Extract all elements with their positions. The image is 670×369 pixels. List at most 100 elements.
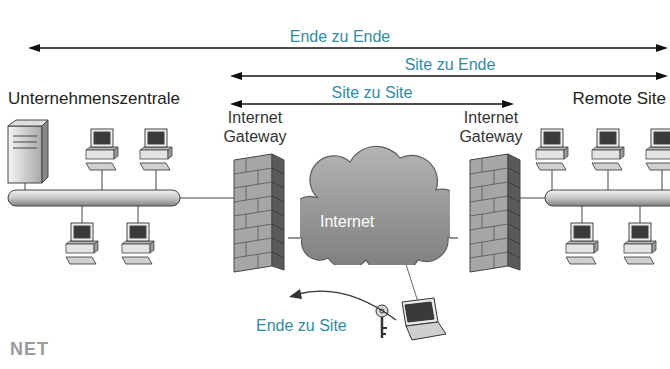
cloud-outline — [300, 146, 450, 265]
wire — [552, 170, 553, 190]
server-slot — [13, 148, 37, 149]
wire — [582, 206, 583, 224]
brick-line — [272, 182, 284, 188]
brick-line — [470, 210, 508, 216]
pc-icon — [624, 223, 656, 264]
brick-line — [470, 238, 508, 244]
server-tower — [8, 120, 48, 126]
brick-line — [482, 158, 483, 172]
firewall-side — [272, 154, 284, 270]
brick-line — [470, 196, 508, 202]
site-name: Unternehmenszentrale — [8, 89, 180, 108]
brick-line — [494, 198, 495, 212]
brick-line — [258, 226, 259, 240]
gateway-label: Internet Gateway — [458, 108, 524, 146]
brick-line — [258, 170, 259, 184]
wire — [102, 170, 103, 190]
range-label: Ende zu Ende — [240, 27, 440, 46]
network-link — [288, 237, 300, 238]
firewall-face — [470, 154, 508, 272]
pc-icon — [646, 129, 670, 170]
lan-bus — [8, 190, 180, 206]
brick-line — [494, 226, 495, 240]
pc-icon — [536, 129, 568, 170]
range-label: Site zu Site — [282, 83, 462, 102]
wire — [138, 206, 139, 224]
brick-line — [246, 214, 247, 228]
brick-line — [508, 168, 520, 174]
arrow-head — [230, 72, 242, 80]
gateway-node: Internet Gateway — [222, 108, 288, 274]
firewall-icon — [234, 154, 284, 272]
brick-line — [508, 238, 520, 244]
brick-line — [234, 238, 272, 244]
brick-line — [258, 254, 259, 268]
wire — [156, 170, 157, 190]
brick-line — [272, 196, 284, 202]
firewall-drawing — [222, 150, 288, 274]
brick-line — [234, 252, 272, 258]
brick-line — [494, 170, 495, 184]
range-label: Ende zu Site — [256, 316, 347, 335]
brick-line — [508, 224, 520, 230]
brick-line — [470, 168, 508, 174]
brick-line — [272, 210, 284, 216]
brick-line — [272, 224, 284, 230]
brick-line — [470, 224, 508, 230]
firewall-icon — [470, 154, 520, 272]
cloud-label: Internet — [320, 212, 374, 231]
brick-line — [482, 242, 483, 256]
server-slot — [13, 142, 37, 143]
firewall-drawing — [458, 150, 524, 274]
server-tower — [42, 120, 48, 183]
brick-line — [470, 182, 508, 188]
brick-line — [234, 168, 272, 174]
headquarters-lan — [8, 120, 234, 264]
wire — [518, 198, 545, 199]
arrow-head — [230, 100, 242, 108]
laptop-screen — [405, 302, 434, 322]
laptop-screen — [402, 298, 438, 326]
brick-line — [246, 158, 247, 172]
firewall-face — [234, 154, 272, 272]
firewall-side — [508, 154, 520, 270]
cloud-shape — [300, 140, 450, 265]
wire — [640, 206, 641, 224]
network-link — [450, 237, 458, 238]
arrow-head — [28, 44, 40, 52]
pc-icon — [566, 223, 598, 264]
laptop-base — [406, 322, 446, 340]
pc-icon — [86, 129, 118, 170]
range-line — [238, 75, 660, 76]
brick-line — [470, 252, 508, 258]
brick-line — [272, 238, 284, 244]
pc-icon — [140, 129, 172, 170]
brick-line — [234, 224, 272, 230]
gateway-label: Internet Gateway — [222, 108, 288, 146]
wire — [82, 206, 83, 224]
gateway-node: Internet Gateway — [458, 108, 524, 274]
publisher-logo: NET — [10, 340, 49, 359]
arrow-head — [656, 44, 668, 52]
brick-line — [234, 182, 272, 188]
range-label: Site zu Ende — [360, 55, 540, 74]
pc-icon — [122, 223, 154, 264]
key-icon — [382, 327, 387, 329]
brick-line — [494, 254, 495, 268]
internet-cloud: Internet — [300, 140, 450, 265]
arrow-head — [502, 100, 514, 108]
brick-line — [272, 168, 284, 174]
brick-line — [246, 242, 247, 256]
range-line — [238, 103, 506, 104]
wire — [608, 170, 609, 190]
pc-icon — [66, 223, 98, 264]
server-slot — [13, 136, 37, 137]
wire — [662, 170, 663, 190]
brick-line — [258, 198, 259, 212]
range-line — [36, 47, 660, 48]
access-arrow — [298, 291, 396, 320]
brick-line — [508, 210, 520, 216]
server-tower — [8, 126, 42, 183]
lan-bus — [545, 190, 670, 206]
